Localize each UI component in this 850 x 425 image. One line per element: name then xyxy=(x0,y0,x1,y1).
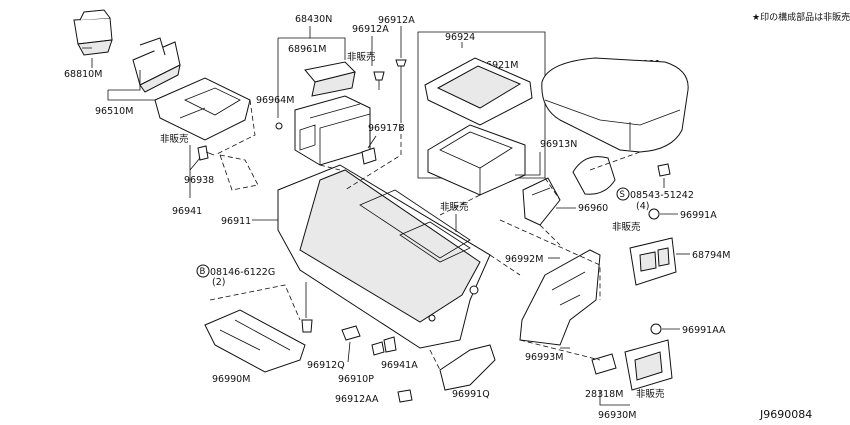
label-96912AA: 96912AA xyxy=(335,394,379,405)
part-96938-clip xyxy=(197,145,215,161)
label-68810M: 68810M xyxy=(64,69,102,80)
circle-b-mark: B xyxy=(200,267,206,277)
part-96990M-bracket xyxy=(204,309,306,373)
circle-s-mark: S xyxy=(620,190,625,200)
part-08543-screw xyxy=(657,163,671,177)
header-note: ★印の構成部品は非販売 xyxy=(752,11,850,23)
label-96960: 96960 xyxy=(578,203,608,214)
label-68794M: 68794M xyxy=(692,250,730,261)
part-68430N-box xyxy=(294,95,371,166)
part-96912A-screw xyxy=(395,59,407,72)
label-28318M: 28318M xyxy=(585,389,623,400)
label-96911: 96911 xyxy=(221,216,251,227)
label-96912A-top: 96912A xyxy=(378,15,415,26)
label-08543-qty: (4) xyxy=(636,201,649,212)
part-96921-armrest xyxy=(541,57,689,153)
part-96921M-tray xyxy=(424,57,533,126)
part-96912A-clip xyxy=(373,71,385,90)
label-68430N: 68430N xyxy=(295,14,332,25)
part-08146-bolt xyxy=(301,319,313,333)
part-96991A-clip xyxy=(648,208,660,220)
part-96941A-clip xyxy=(383,336,397,353)
part-96911-center-console xyxy=(277,164,491,349)
part-96910P-clip xyxy=(371,341,385,356)
label-hihanbai-1: 非販売 xyxy=(347,51,376,63)
part-96510M-trim-panel xyxy=(154,77,251,141)
part-96924-storage-box xyxy=(427,124,526,196)
part-96991Q-bracket xyxy=(439,344,496,391)
part-96912Q-pad xyxy=(341,325,361,341)
label-08543: 08543-51242 xyxy=(630,190,694,201)
label-96913N: 96913N xyxy=(540,139,577,150)
diagram-code: J9690084 xyxy=(759,408,812,421)
label-96992M: 96992M xyxy=(505,254,543,265)
label-96924: 96924 xyxy=(445,32,475,43)
label-96941A: 96941A xyxy=(381,360,418,371)
part-96917B-clip xyxy=(361,147,377,165)
part-96992M-bracket xyxy=(519,249,601,346)
label-96991Q: 96991Q xyxy=(452,389,490,400)
label-08146: 08146-6122G xyxy=(210,267,275,278)
label-96993M: 96993M xyxy=(525,352,563,363)
label-96941: 96941 xyxy=(172,206,202,217)
label-96990M: 96990M xyxy=(212,374,250,385)
label-96938: 96938 xyxy=(184,175,214,186)
part-96912AA-screw xyxy=(397,389,413,403)
label-96912A-2: 96912A xyxy=(352,24,389,35)
part-68794M-rear-vent xyxy=(629,237,677,286)
label-96510M: 96510M xyxy=(95,106,133,117)
label-hihanbai-2: 非販売 xyxy=(160,133,189,145)
part-96960-panel xyxy=(522,177,561,226)
label-96917B: 96917B xyxy=(368,123,405,134)
part-28318M-connector xyxy=(591,353,617,375)
part-68961M-lid xyxy=(304,61,356,97)
label-96964M: 96964M xyxy=(256,95,294,106)
part-68810M-cup-holder xyxy=(73,9,113,56)
part-96930M-rear-panel xyxy=(624,339,673,391)
label-96912Q: 96912Q xyxy=(307,360,345,371)
label-96991A: 96991A xyxy=(680,210,717,221)
part-96991AA-clip xyxy=(650,323,662,335)
label-hihanbai-4: 非販売 xyxy=(636,388,665,400)
label-08146-qty: (2) xyxy=(212,277,225,288)
part-96510M-upper-box xyxy=(132,37,181,93)
label-96910P: 96910P xyxy=(338,374,374,385)
label-68961M: 68961M xyxy=(288,44,326,55)
label-96921M: 96921M xyxy=(480,60,518,71)
part-96913N-cover xyxy=(572,156,616,195)
label-96930M: 96930M xyxy=(598,410,636,421)
label-96991AA: 96991AA xyxy=(682,325,726,336)
label-hihanbai-3: 非販売 xyxy=(612,221,641,233)
